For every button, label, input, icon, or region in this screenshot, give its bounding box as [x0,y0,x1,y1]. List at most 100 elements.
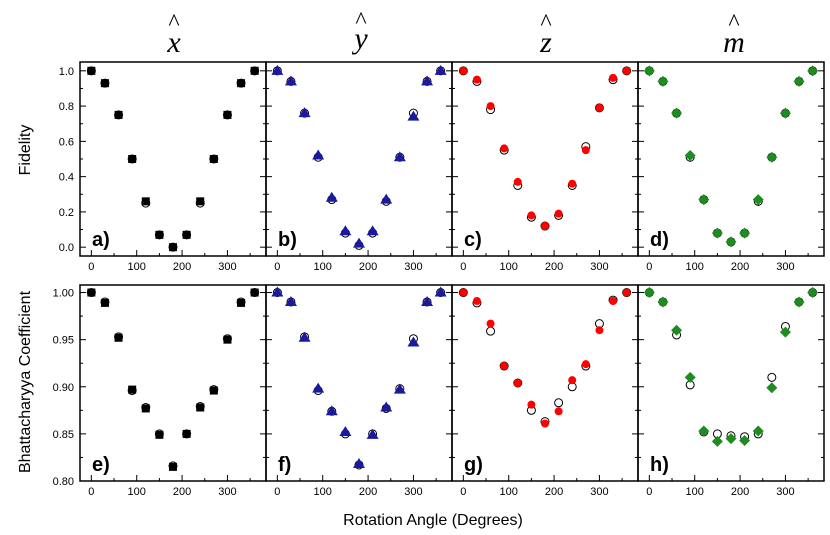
square-point [196,403,205,412]
panel-frame [265,61,453,257]
square-point [128,385,137,394]
triangle-point [366,225,379,236]
x-tick-label: 0 [646,261,652,273]
triangle-point [339,225,352,236]
x-tick-label: 100 [128,261,146,273]
triangle-point [284,75,297,86]
diamond-point [793,75,805,87]
triangle-point [366,428,379,439]
y-tick-label: 0.6 [59,136,74,148]
markers [643,287,819,447]
hat-m: ^ [728,10,739,36]
x-tick-label: 0 [274,261,280,273]
diamond-point [779,326,791,338]
filled-circle-point [527,400,536,409]
triangle-point [393,151,406,162]
y-tick-label: 0.0 [59,242,74,254]
panel-frame [79,61,267,257]
square-point [87,288,96,297]
filled-circle-point [527,211,536,220]
square-point [223,110,232,119]
square-point [155,430,164,439]
diamond-point [684,371,696,383]
square-point [155,230,164,239]
x-tick-label: 200 [545,486,563,498]
panel-label: g) [464,454,483,476]
diamond-point [684,149,696,161]
y-axis-title-bhattacharyya: Bhattacharyya Coefficient [17,290,34,473]
square-point [141,197,150,206]
diamond-point [766,382,778,394]
filled-circle-point [486,319,495,328]
markers [271,64,447,250]
triangle-point [421,75,434,86]
panel-frame [637,61,825,257]
square-point [182,429,191,438]
x-tick-label: 0 [88,261,94,273]
x-tick-label: 200 [173,486,191,498]
square-point [169,243,177,252]
diamond-point [711,227,723,239]
panel-frame [637,284,825,482]
filled-circle-point [500,362,509,371]
markers [458,288,632,428]
square-point [169,462,177,471]
filled-circle-point [513,379,522,387]
x-tick-label: 100 [128,486,146,498]
column-title-m: m [723,26,745,59]
y-tick-label: 0.8 [59,101,74,113]
markers [643,65,819,248]
y-tick-label: 0.4 [59,172,74,184]
triangle-point [434,64,447,75]
diamond-point [752,425,764,437]
panel-frame [265,284,453,482]
panel-label: d) [650,229,669,251]
diamond-point [657,296,669,308]
y-tick-label: 0.90 [53,382,74,394]
panel-label: a) [92,229,110,251]
x-tick-label: 200 [359,486,377,498]
x-tick-label: 300 [590,261,608,273]
filled-circle-point [568,179,577,188]
x-tick-label: 300 [404,261,422,273]
triangle-point [380,401,393,412]
square-point [128,155,137,163]
panel-label: b) [278,229,297,251]
diamond-point [779,107,791,119]
y-tick-label: 1.0 [59,66,74,78]
x-tick-label: 300 [590,486,608,498]
open-circle-point [554,398,564,408]
column-title-y: y [351,22,368,55]
y-axis-title-fidelity: Fidelity [17,125,34,176]
panel-label: e) [92,454,110,476]
x-tick-label: 0 [460,261,466,273]
x-tick-label: 300 [218,486,236,498]
triangle-point [271,286,284,297]
markers [458,66,632,231]
diamond-point [752,194,764,206]
markers [271,286,447,470]
x-tick-label: 300 [776,486,794,498]
square-point [141,404,150,413]
square-point [209,155,218,163]
x-tick-label: 0 [646,486,652,498]
triangle-point [434,286,447,297]
filled-circle-point [609,73,618,82]
markers [86,66,260,252]
y-tick-label: 0.95 [53,335,74,347]
x-tick-label: 100 [500,486,518,498]
square-point [250,66,259,75]
diamond-point [725,433,737,445]
panel-label: c) [464,229,482,251]
filled-circle-point [472,297,481,306]
filled-circle-point [541,419,549,428]
diamond-point [739,227,751,239]
diamond-point [725,236,737,248]
diamond-point [643,65,655,77]
filled-circle-point [581,146,590,155]
filled-circle-point [595,326,604,335]
filled-circle-point [568,376,577,385]
x-tick-label: 100 [686,261,704,273]
